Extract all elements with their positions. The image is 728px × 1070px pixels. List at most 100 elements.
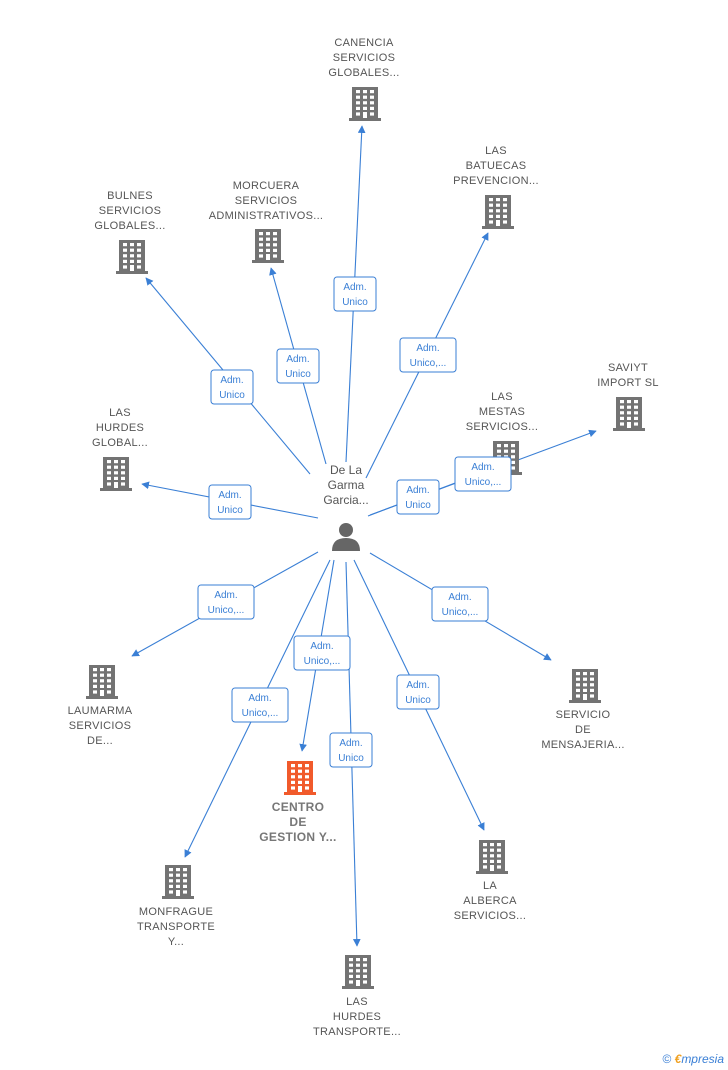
company-mensajeria-label-line: MENSAJERIA... xyxy=(541,739,624,751)
company-bulnes-building-icon[interactable] xyxy=(116,240,148,274)
company-bulnes-label-line: GLOBALES... xyxy=(94,220,165,232)
edge-label-line: Adm. xyxy=(310,641,333,652)
company-saviyt-label: SAVIYT IMPORT SL xyxy=(597,362,659,389)
company-morcuera-label-line: ADMINISTRATIVOS... xyxy=(209,210,324,222)
company-bulnes-label: BULNES SERVICIOS GLOBALES... xyxy=(94,190,165,232)
company-mensajeria-label-line: DE xyxy=(575,724,591,736)
edge-label-line: Unico,... xyxy=(304,656,341,667)
edge-label-line: Unico,... xyxy=(208,605,245,616)
company-alberca-building-icon[interactable] xyxy=(476,840,508,874)
edge-label-monfrague[interactable]: Adm. Unico,... xyxy=(231,687,289,723)
company-hurdes-transporte-label-line: HURDES xyxy=(333,1011,381,1023)
edge-label-line: Adm. xyxy=(339,738,362,749)
company-laumarma-label-line: LAUMARMA xyxy=(68,705,133,717)
company-hurdes-global-label-line: HURDES xyxy=(96,422,144,434)
company-mensajeria-label: SERVICIO DE MENSAJERIA... xyxy=(541,709,624,751)
company-centro-label-line: GESTION Y... xyxy=(259,830,336,844)
edge-label-hurdes-global[interactable]: Adm.Unico xyxy=(208,484,252,520)
company-canencia-label-line: CANENCIA xyxy=(334,37,394,49)
company-saviyt-label-line: IMPORT SL xyxy=(597,377,659,389)
footer-brand: © €mpresia xyxy=(662,1052,724,1066)
company-hurdes-transporte-label-line: TRANSPORTE... xyxy=(313,1026,401,1038)
company-mestas-label-line: SERVICIOS... xyxy=(466,421,538,433)
edge-label-line: Unico xyxy=(405,500,431,511)
company-batuecas-label-line: PREVENCION... xyxy=(453,175,539,187)
edge-label-line: Unico,... xyxy=(465,477,502,488)
brand-name: mpresia xyxy=(681,1052,724,1066)
company-bulnes-label-line: BULNES xyxy=(107,190,153,202)
company-hurdes-global-label-line: GLOBAL... xyxy=(92,437,148,449)
edge-label-bulnes[interactable]: Adm. Unico xyxy=(210,369,254,405)
edge-label-batuecas[interactable]: Adm. Unico,... xyxy=(399,337,457,373)
brand-logo: €mpresia xyxy=(675,1052,724,1066)
edge-label-line: Unico,... xyxy=(442,607,479,618)
edge-label-saviyt[interactable]: Adm. Unico,... xyxy=(454,456,512,492)
edge-label-line: Adm. xyxy=(220,375,243,386)
company-batuecas-building-icon[interactable] xyxy=(482,195,514,229)
edge-label-text: Adm. Unico xyxy=(338,738,364,764)
edge-label-alberca[interactable]: Adm.Unico xyxy=(396,674,440,710)
company-laumarma-label-line: DE... xyxy=(87,735,113,747)
edge-label-line: Unico xyxy=(219,390,245,401)
edge-label-text: Adm. Unico,... xyxy=(442,592,479,618)
company-monfrague-label-line: TRANSPORTE xyxy=(137,921,215,933)
edge-label-text: Adm.Unico xyxy=(217,490,243,516)
edge-label-line: Unico xyxy=(338,753,364,764)
edge-label-line: Adm. xyxy=(214,590,237,601)
company-saviyt-label-line: SAVIYT xyxy=(608,362,648,374)
edge-label-text: Adm.Unico xyxy=(405,485,431,511)
company-canencia-label-line: SERVICIOS xyxy=(333,52,395,64)
edge-label-text: Adm.Unico xyxy=(342,282,368,308)
edge-label-line: Adm. xyxy=(416,343,439,354)
person-icon[interactable] xyxy=(332,523,360,551)
edge-label-text: Adm.Unico xyxy=(285,354,311,380)
company-mensajeria-label-line: SERVICIO xyxy=(556,709,611,721)
company-monfrague-label-line: MONFRAGUE xyxy=(139,906,213,918)
company-hurdes-transporte-building-icon[interactable] xyxy=(342,955,374,989)
edge-label-text: Adm. Unico,... xyxy=(304,641,341,667)
company-monfrague-building-icon[interactable] xyxy=(162,865,194,899)
company-laumarma-label-line: SERVICIOS xyxy=(69,720,131,732)
edge-label-text: Adm.Unico xyxy=(405,680,431,706)
company-centro-label-line: DE xyxy=(289,815,306,829)
company-mestas-label-line: MESTAS xyxy=(479,406,525,418)
company-centro-building-icon[interactable] xyxy=(284,761,316,795)
company-bulnes-label-line: SERVICIOS xyxy=(99,205,161,217)
company-saviyt-building-icon[interactable] xyxy=(613,397,645,431)
company-hurdes-global-building-icon[interactable] xyxy=(100,457,132,491)
copyright-symbol: © xyxy=(662,1052,672,1066)
edge-label-line: Adm. xyxy=(248,693,271,704)
edge-label-morcuera[interactable]: Adm.Unico xyxy=(276,348,320,384)
edge-label-centro[interactable]: Adm. Unico,... xyxy=(293,635,351,671)
company-morcuera-building-icon[interactable] xyxy=(252,229,284,263)
edge-label-line: Adm. xyxy=(448,592,471,603)
company-canencia-building-icon[interactable] xyxy=(349,87,381,121)
edge-label-mensajeria[interactable]: Adm. Unico,... xyxy=(431,586,489,622)
company-mensajeria-building-icon[interactable] xyxy=(569,669,601,703)
edge-label-canencia[interactable]: Adm.Unico xyxy=(333,276,377,312)
edge-label-line: Adm. xyxy=(471,462,494,473)
edge-label-hurdes-transporte[interactable]: Adm. Unico xyxy=(329,732,373,768)
company-morcuera-label-line: SERVICIOS xyxy=(235,195,297,207)
edge-label-line: Unico,... xyxy=(410,358,447,369)
edge-label-text: Adm. Unico xyxy=(219,375,245,401)
company-laumarma-building-icon[interactable] xyxy=(86,665,118,699)
company-centro-label-line: CENTRO xyxy=(272,800,324,814)
edge-label-line: Unico xyxy=(285,369,311,380)
company-laumarma-label: LAUMARMA SERVICIOS DE... xyxy=(68,705,133,747)
company-alberca-label-line: ALBERCA xyxy=(463,895,517,907)
edge-label-line: Unico,... xyxy=(242,708,279,719)
edge-label-text: Adm. Unico,... xyxy=(208,590,245,616)
edge-label-mestas[interactable]: Adm.Unico xyxy=(396,479,440,515)
edge-label-laumarma[interactable]: Adm. Unico,... xyxy=(197,584,255,620)
